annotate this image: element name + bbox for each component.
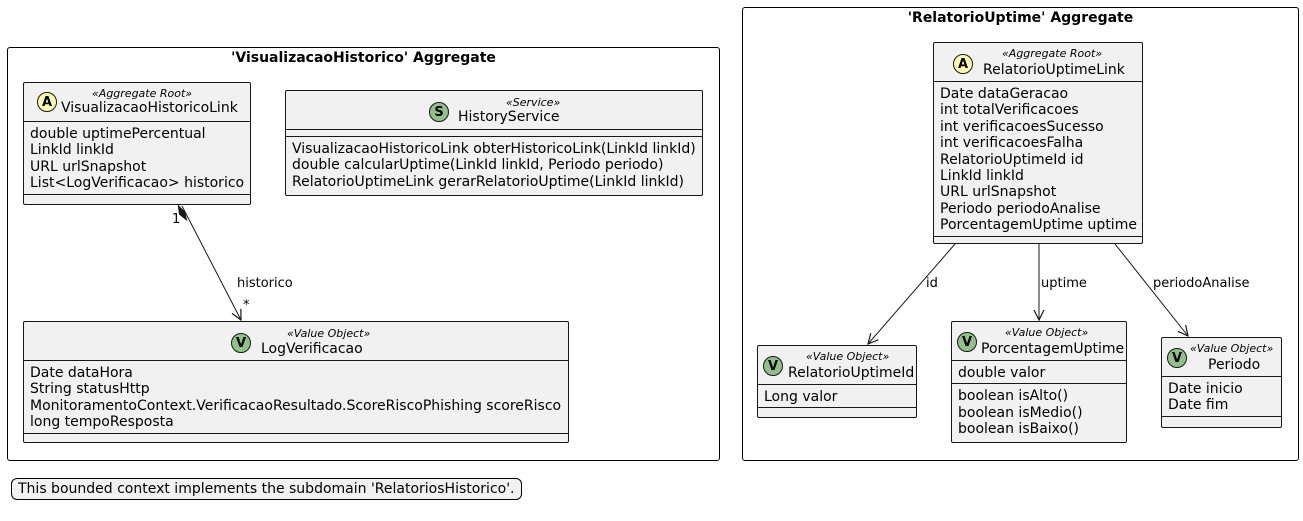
method: double calcularUptime(LinkId linkId, Per… — [292, 157, 664, 174]
package-title: 'RelatorioUptime' Aggregate — [907, 10, 1134, 26]
attributes-section — [286, 129, 702, 136]
class-name: Periodo — [1208, 357, 1261, 373]
multiplicity-source: 1 — [172, 212, 181, 227]
attribute: Date dataHora — [30, 365, 133, 381]
methods-section — [24, 193, 250, 201]
value-object-badge: V — [763, 356, 783, 376]
methods-section — [1162, 415, 1281, 423]
methods-section — [934, 235, 1142, 243]
method: boolean isBaixo() — [958, 421, 1080, 438]
attribute: double valor — [958, 365, 1046, 381]
attribute: MonitoramentoContext.VerificacaoResultad… — [30, 397, 562, 414]
class-stereotype: «Aggregate Root» — [92, 87, 193, 100]
attributes-section: double valor — [952, 360, 1126, 383]
attribute: int verificacoesFalha — [940, 135, 1084, 152]
method: boolean isAlto() — [958, 388, 1069, 405]
class-name: RelatorioUptimeLink — [983, 62, 1125, 78]
attribute: double uptimePercentual — [30, 126, 206, 142]
class-name: RelatorioUptimeId — [788, 365, 915, 381]
attributes-section: Date inicio Date fim — [1162, 376, 1281, 416]
class-relatorio-uptime-link[interactable]: A «Aggregate Root» RelatorioUptimeLink D… — [933, 42, 1143, 244]
association-id-line — [868, 243, 956, 344]
method: RelatorioUptimeLink gerarRelatorioUptime… — [292, 173, 684, 190]
value-object-badge: V — [1167, 348, 1187, 368]
methods-section: VisualizacaoHistoricoLink obterHistorico… — [286, 136, 702, 192]
attributes-section: Date dataHora String statusHttp Monitora… — [24, 360, 568, 433]
methods-section — [24, 432, 568, 440]
class-stereotype: «Value Object» — [806, 350, 890, 363]
attribute: List<LogVerificacao> historico — [30, 175, 245, 192]
package-visualizacao-historico: 'VisualizacaoHistorico' Aggregate — [7, 47, 720, 461]
attribute: int totalVerificacoes — [940, 102, 1079, 119]
attribute: long tempoResposta — [30, 414, 174, 431]
class-name: LogVerificacao — [261, 341, 363, 357]
association-periodo-line — [1114, 243, 1188, 336]
attributes-section: Date dataGeracao int totalVerificacoes i… — [934, 81, 1142, 236]
class-stereotype: «Value Object» — [1005, 326, 1089, 339]
relation-label-periodo-analise: periodoAnalise — [1153, 276, 1250, 291]
relation-label-uptime: uptime — [1041, 276, 1087, 291]
multiplicity-target: * — [243, 298, 250, 313]
class-stereotype: «Service» — [506, 96, 561, 109]
relation-label-historico: historico — [237, 276, 293, 291]
relation-label-id: id — [926, 276, 938, 291]
class-stereotype: «Value Object» — [287, 327, 371, 340]
class-relatorio-uptime-id[interactable]: V «Value Object» RelatorioUptimeId Long … — [757, 345, 917, 418]
aggregate-root-badge: A — [953, 54, 973, 74]
class-stereotype: «Aggregate Root» — [1002, 47, 1103, 60]
package-relatorio-uptime: 'RelatorioUptime' Aggregate — [742, 7, 1299, 461]
attribute: LinkId linkId — [940, 168, 1024, 185]
package-title: 'VisualizacaoHistorico' Aggregate — [231, 50, 496, 66]
class-stereotype: «Value Object» — [1190, 342, 1274, 355]
attribute: Date dataGeracao — [940, 86, 1069, 102]
attribute: Date fim — [1168, 397, 1229, 414]
attribute: Date inicio — [1168, 381, 1243, 397]
attribute: RelatorioUptimeId id — [940, 151, 1084, 168]
value-object-badge: V — [957, 332, 977, 352]
class-porcentagem-uptime[interactable]: V «Value Object» PorcentagemUptime doubl… — [951, 321, 1127, 443]
class-name: VisualizacaoHistoricoLink — [61, 100, 238, 116]
aggregate-root-badge: A — [37, 92, 57, 112]
bounded-context-note: This bounded context implements the subd… — [11, 478, 522, 500]
method: VisualizacaoHistoricoLink obterHistorico… — [292, 141, 696, 157]
class-name: HistoryService — [458, 109, 560, 125]
service-badge: S — [429, 102, 449, 122]
class-log-verificacao[interactable]: V «Value Object» LogVerificacao Date dat… — [23, 321, 569, 443]
class-name: PorcentagemUptime — [981, 341, 1125, 357]
attribute: String statusHttp — [30, 381, 150, 398]
class-history-service[interactable]: S «Service» HistoryService VisualizacaoH… — [285, 90, 703, 196]
methods-section — [758, 407, 916, 414]
class-periodo[interactable]: V «Value Object» Periodo Date inicio Dat… — [1161, 337, 1282, 428]
composition-historico-line — [181, 205, 241, 320]
attribute: PorcentagemUptime uptime — [940, 217, 1137, 234]
attribute: URL urlSnapshot — [30, 158, 147, 175]
composition-diamond — [177, 204, 188, 222]
attributes-section: Long valor — [758, 384, 916, 407]
value-object-badge: V — [231, 333, 251, 353]
attribute: Long valor — [764, 389, 838, 405]
attributes-section: double uptimePercentual LinkId linkId UR… — [24, 121, 250, 194]
class-visualizacao-historico-link[interactable]: A «Aggregate Root» VisualizacaoHistorico… — [23, 82, 251, 205]
attribute: int verificacoesSucesso — [940, 118, 1104, 135]
attribute: Periodo periodoAnalise — [940, 200, 1101, 217]
methods-section: boolean isAlto() boolean isMedio() boole… — [952, 383, 1126, 439]
method: boolean isMedio() — [958, 404, 1083, 421]
attribute: LinkId linkId — [30, 142, 114, 159]
attribute: URL urlSnapshot — [940, 184, 1057, 201]
